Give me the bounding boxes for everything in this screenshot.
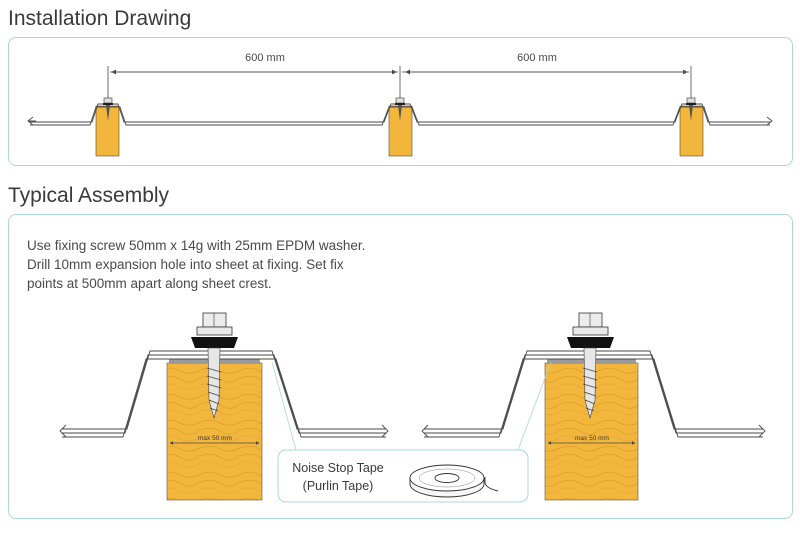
tape-callout: Noise Stop Tape (Purlin Tape) xyxy=(271,361,552,503)
instruction-line-2: Drill 10mm expansion hole into sheet at … xyxy=(27,257,344,272)
fixing-screw-left xyxy=(191,312,238,420)
screw-left xyxy=(103,97,113,121)
installation-diagram: 600 mm 600 mm xyxy=(27,52,773,157)
screw-middle xyxy=(395,97,405,121)
callout-leader-left xyxy=(271,361,297,451)
tape-label-line-1: Noise Stop Tape xyxy=(292,461,384,475)
fixing-screw-right xyxy=(567,312,614,420)
tape-callout-box xyxy=(277,449,529,503)
tape-label-line-2: (Purlin Tape) xyxy=(303,479,374,493)
spacing-label-right: 600 mm xyxy=(517,52,557,64)
assembly-detail-right: max 50 mm xyxy=(421,312,766,501)
installation-drawing-title: Installation Drawing xyxy=(8,7,192,30)
screw-right xyxy=(686,97,696,121)
tape-roll-icon xyxy=(409,464,499,498)
instruction-line-1: Use fixing screw 50mm x 14g with 25mm EP… xyxy=(27,238,366,253)
max-width-label-right: max 50 mm xyxy=(575,435,609,442)
spacing-label-left: 600 mm xyxy=(245,52,285,64)
assembly-instructions: Use fixing screw 50mm x 14g with 25mm EP… xyxy=(27,236,397,293)
instruction-line-3: points at 500mm apart along sheet crest. xyxy=(27,276,272,291)
callout-leader-right xyxy=(517,361,552,451)
typical-assembly-title: Typical Assembly xyxy=(8,184,170,207)
dimension-lines xyxy=(107,66,692,100)
max-width-label-left: max 50 mm xyxy=(198,435,232,442)
assembly-detail-left: max 50 mm xyxy=(59,312,389,501)
